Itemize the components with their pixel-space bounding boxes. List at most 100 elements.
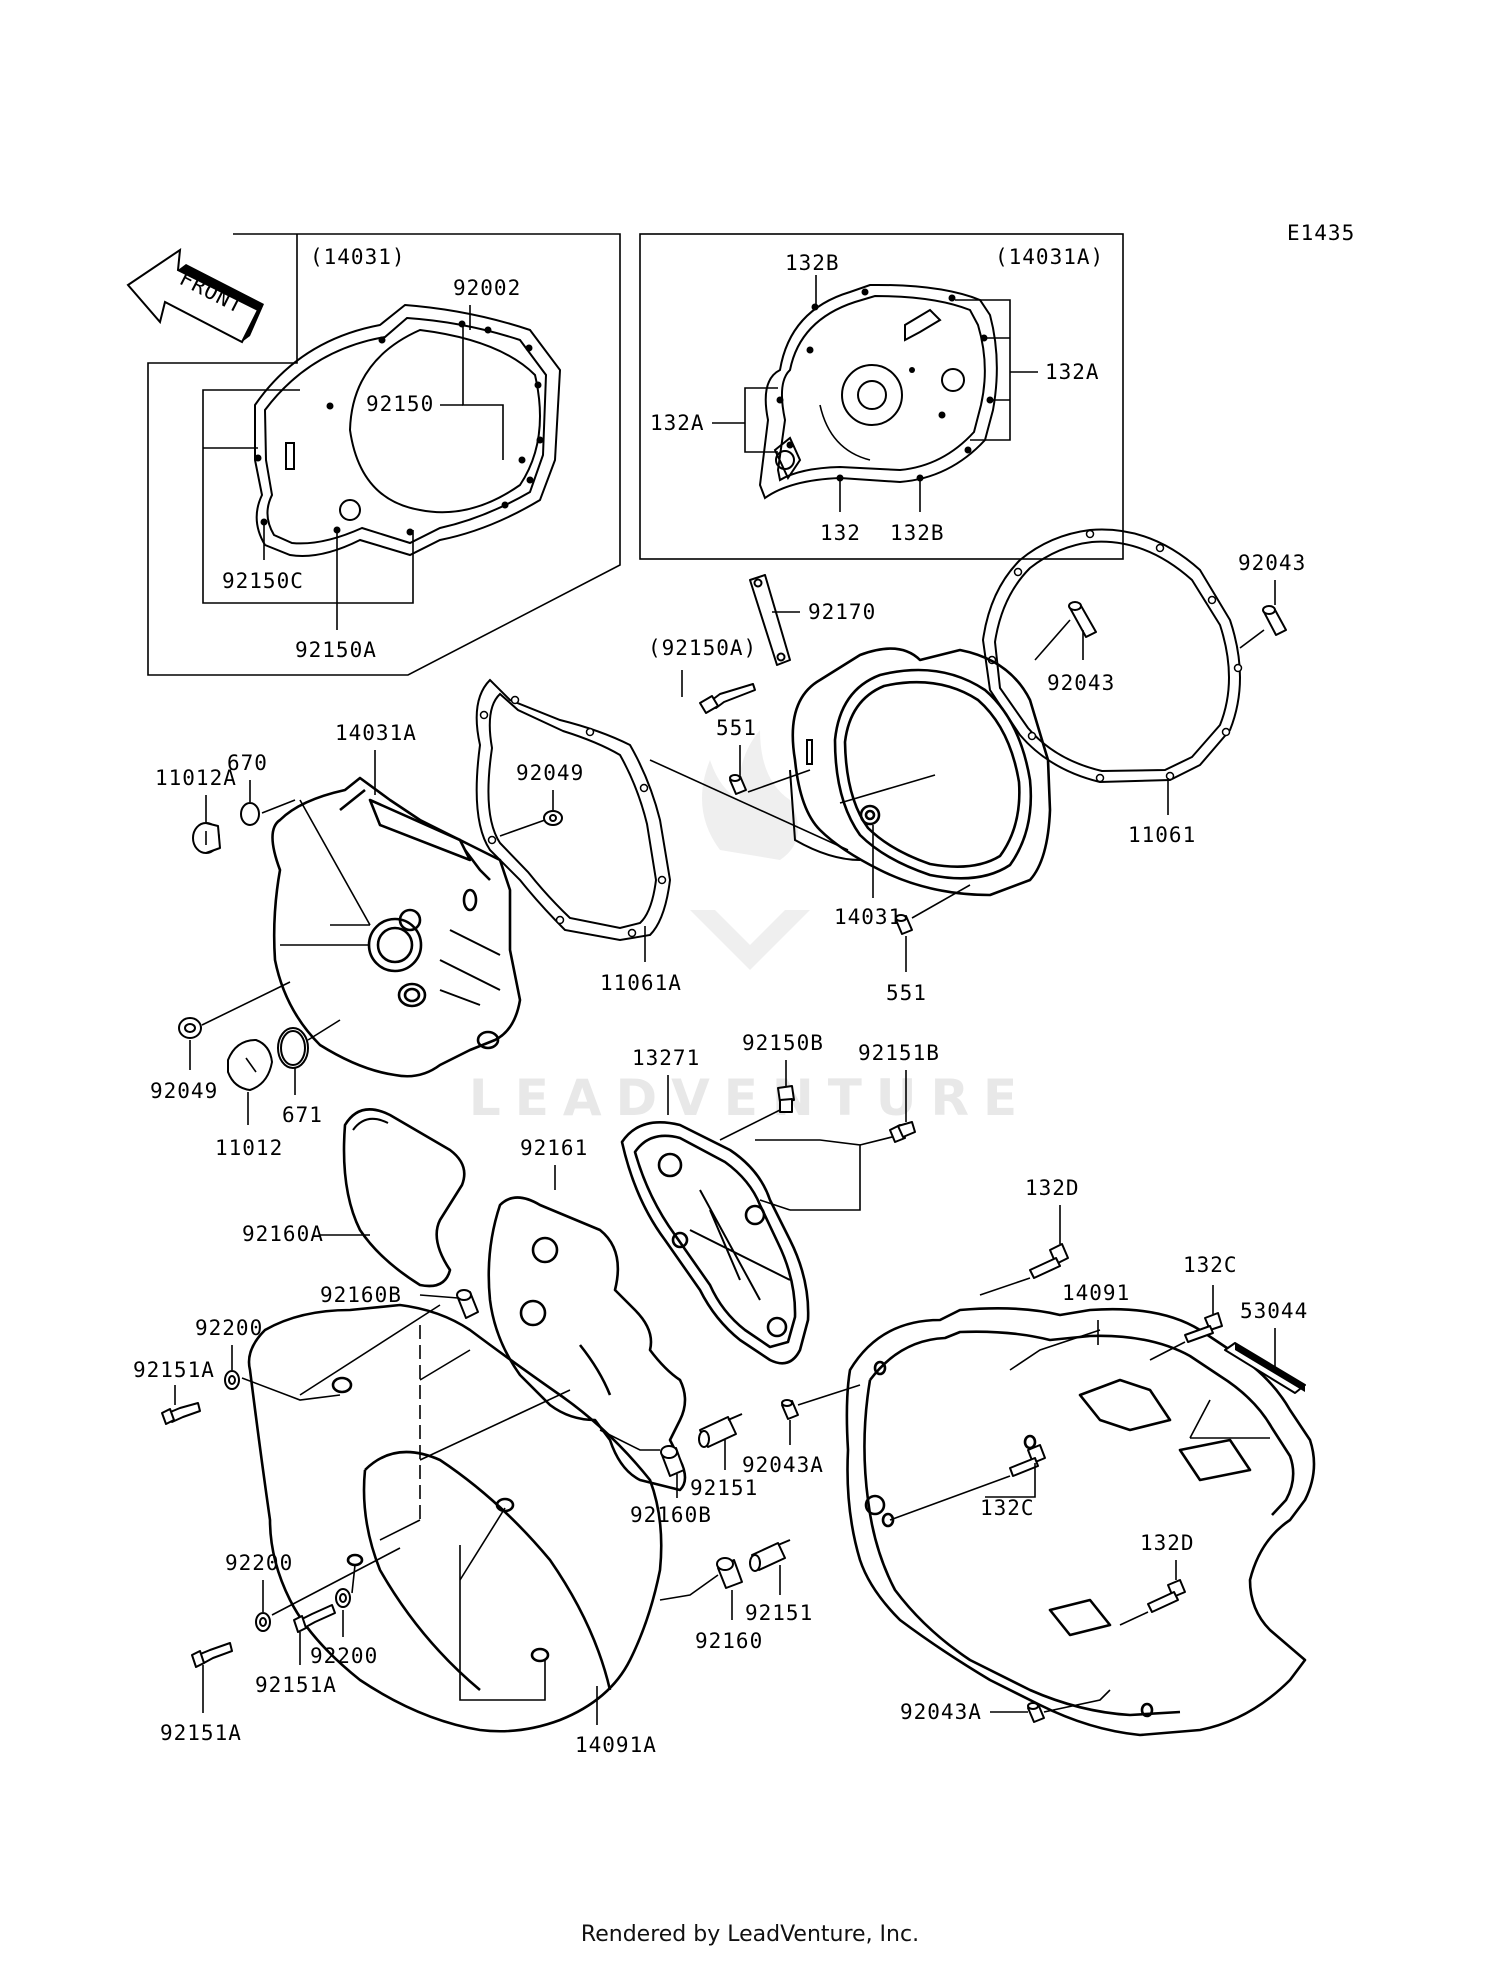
label-92150A: 92150A (295, 638, 377, 662)
inset-left-title: (14031) (310, 245, 406, 269)
label-11012: 11012 (215, 1136, 283, 1160)
part-92160B-bushing-upper (456, 1289, 479, 1319)
label-92151A-lower: 92151A (160, 1721, 242, 1745)
part-13271-plate (620, 1121, 810, 1365)
part-92151-spacer-upper (698, 1413, 743, 1448)
part-92150A-bolt (699, 683, 756, 714)
label-92151B: 92151B (858, 1041, 940, 1065)
part-551-dowel-lower (895, 914, 913, 935)
label-132D-lower: 132D (1140, 1531, 1195, 1555)
part-92043-dowel (1068, 601, 1287, 638)
label-92170: 92170 (808, 600, 876, 624)
part-132C-bolt-lower (1009, 1444, 1046, 1477)
label-132B-bottom: 132B (890, 521, 945, 545)
part-92160B-bushing-lower (660, 1445, 685, 1477)
label-132C-lower: 132C (980, 1496, 1035, 1520)
label-92049-upper: 92049 (516, 761, 584, 785)
leadventure-watermark: LEADVENTURE (469, 730, 1031, 1127)
label-92160B-lower: 92160B (630, 1503, 712, 1527)
label-14091: 14091 (1062, 1281, 1130, 1305)
part-92161-pad (487, 1196, 687, 1492)
part-92151A-bolt-mid (293, 1604, 336, 1633)
label-92151A-mid: 92151A (255, 1673, 337, 1697)
inset-right-title: (14031A) (995, 245, 1104, 269)
part-92200-washer-mid (255, 1612, 271, 1632)
part-92151-spacer-lower (749, 1539, 791, 1572)
label-92043-outer: 92043 (1238, 551, 1306, 575)
label-92150A-paren: (92150A) (648, 636, 757, 660)
label-132A-right: 132A (1045, 360, 1100, 384)
label-132D-upper: 132D (1025, 1176, 1080, 1200)
part-132C-bolt-upper (1184, 1312, 1223, 1343)
inset-14031A: (14031A) 132B 132A 132A 132 132B (639, 233, 1124, 560)
label-670: 670 (227, 751, 268, 775)
label-92200-upper: 92200 (195, 1316, 263, 1340)
part-53044-strip (1224, 1342, 1306, 1394)
part-11061A-gasket (475, 678, 672, 942)
label-92200-lower: 92200 (310, 1644, 378, 1668)
label-11061A: 11061A (600, 971, 682, 995)
part-92160A-pad (342, 1108, 466, 1288)
label-14031: 14031 (834, 905, 902, 929)
label-132B-top: 132B (785, 251, 840, 275)
part-14091-cover (845, 1307, 1316, 1737)
label-92160B-upper: 92160B (320, 1283, 402, 1307)
label-11012A: 11012A (155, 766, 237, 790)
part-11012A-plug (192, 822, 221, 854)
label-53044: 53044 (1240, 1299, 1308, 1323)
label-92049-lower: 92049 (150, 1079, 218, 1103)
part-92151A-bolt-upper (161, 1402, 201, 1425)
part-14091A-cover (247, 1303, 663, 1733)
label-92150B: 92150B (742, 1031, 824, 1055)
label-551-upper: 551 (716, 716, 757, 740)
part-132D-bolt-lower (1147, 1579, 1186, 1613)
part-92043A-dowel-upper (781, 1399, 799, 1420)
part-92170-plate (749, 574, 791, 666)
label-14031A: 14031A (335, 721, 417, 745)
label-92043A-upper: 92043A (742, 1453, 824, 1477)
label-92161: 92161 (520, 1136, 588, 1160)
part-551-dowel-upper (729, 774, 747, 795)
part-92160-bushing (716, 1557, 743, 1589)
label-92200-mid: 92200 (225, 1551, 293, 1575)
part-670-oring (240, 802, 260, 826)
label-92043A-lower: 92043A (900, 1700, 982, 1724)
label-92160: 92160 (695, 1629, 763, 1653)
label-132: 132 (820, 521, 861, 545)
label-92160A: 92160A (242, 1222, 324, 1246)
label-92150C: 92150C (222, 569, 304, 593)
label-132A-left: 132A (650, 411, 705, 435)
label-92151-upper: 92151 (690, 1476, 758, 1500)
part-92150B-bolt (777, 1085, 795, 1113)
part-132D-bolt-upper (1029, 1243, 1069, 1279)
part-14031-cover (649, 647, 1052, 897)
label-551-lower: 551 (886, 981, 927, 1005)
part-92200-washer-lower (335, 1588, 351, 1608)
part-92151B-bolt (889, 1121, 916, 1143)
part-92043A-dowel-lower (1027, 1702, 1045, 1723)
inset-left-frame (147, 233, 621, 676)
label-92002: 92002 (453, 276, 521, 300)
inset-14031: (14031) 92002 92150 92150C 92150A (147, 233, 621, 676)
label-92151-lower: 92151 (745, 1601, 813, 1625)
part-11061-gasket (981, 528, 1243, 784)
label-11061: 11061 (1128, 823, 1196, 847)
label-13271: 13271 (632, 1046, 700, 1070)
part-92151A-bolt-lower (191, 1642, 233, 1668)
footer-credit: Rendered by LeadVenture, Inc. (580, 1922, 920, 1947)
label-92043-inner: 92043 (1047, 671, 1115, 695)
part-671-oring (277, 1027, 309, 1069)
watermark-text: LEADVENTURE (469, 1069, 1031, 1127)
part-92049-seal (178, 1017, 202, 1039)
front-arrow-icon: FRONT (126, 247, 264, 344)
label-132C-upper: 132C (1183, 1253, 1238, 1277)
label-671: 671 (282, 1103, 323, 1127)
part-14031A-cover (271, 776, 522, 1078)
label-14091A: 14091A (575, 1733, 657, 1757)
part-11012-plug (227, 1039, 273, 1091)
label-92150: 92150 (366, 392, 434, 416)
label-92151A-upper: 92151A (133, 1358, 215, 1382)
inset-right-frame (639, 233, 1124, 560)
part-92200-washer-upper (224, 1370, 240, 1390)
